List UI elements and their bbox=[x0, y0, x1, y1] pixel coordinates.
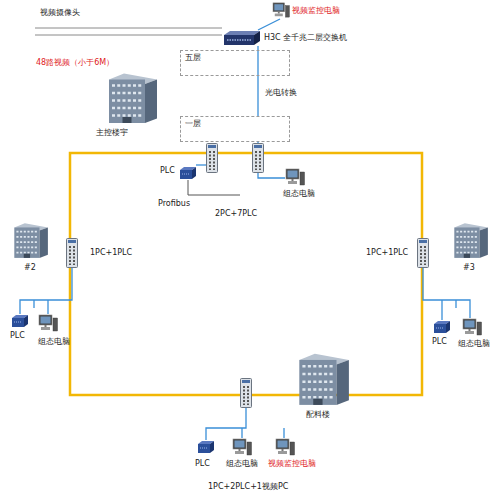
annotation-label: 2PC+7PLC bbox=[215, 209, 257, 219]
edge-label: 光电转换 bbox=[264, 88, 298, 98]
node-text: 组态电脑 bbox=[283, 189, 315, 199]
annotation-label: 48路视频（小于6M） bbox=[36, 58, 114, 68]
network-link bbox=[257, 46, 258, 116]
pc-label: 组态电脑 bbox=[283, 189, 320, 202]
annotation-label: Profibus bbox=[158, 199, 190, 209]
floor-region: 五层 bbox=[180, 50, 290, 76]
node-text: H3C 全千兆二层交换机 bbox=[264, 33, 347, 43]
plc-label: PLC bbox=[432, 337, 452, 350]
node-text: PLC bbox=[195, 459, 210, 469]
node-text: 一层 bbox=[185, 119, 201, 129]
node-text: #3 bbox=[463, 263, 475, 273]
pc-label: 组态电脑 bbox=[458, 339, 495, 352]
node-text: 视频监控电脑 bbox=[292, 6, 340, 16]
floor-region: 一层 bbox=[180, 116, 290, 142]
annotation-label: 1PC+2PLC+1视频PC bbox=[208, 482, 288, 492]
building-label: #2 bbox=[24, 263, 41, 276]
building-label: 主控楼宇 bbox=[96, 128, 133, 141]
video-monitor-pc: 视频监控电脑 bbox=[270, 2, 345, 19]
plc-label: PLC bbox=[195, 459, 215, 472]
plc-label: PLC bbox=[160, 166, 180, 179]
node-text: PLC bbox=[10, 331, 25, 341]
annotation-label: 视频摄像头 bbox=[40, 8, 80, 18]
annotation-label: 1PC+1PLC bbox=[90, 248, 132, 258]
node-text: 五层 bbox=[185, 53, 201, 63]
node-text: PLC bbox=[160, 166, 175, 176]
node-text: 视频监控电脑 bbox=[268, 459, 316, 469]
building-label: 配料楼 bbox=[306, 410, 335, 423]
plc-label: PLC bbox=[10, 331, 30, 344]
node-text: PLC bbox=[432, 337, 447, 347]
node-text: 组态电脑 bbox=[38, 337, 70, 347]
annotation-label: 1PC+1PLC bbox=[366, 248, 408, 258]
node-text: 配料楼 bbox=[306, 410, 330, 420]
building-label: #3 bbox=[463, 263, 480, 276]
network-link bbox=[258, 19, 280, 30]
node-text: 组态电脑 bbox=[226, 459, 258, 469]
node-text: 主控楼宇 bbox=[96, 128, 128, 138]
pc-label: 组态电脑 bbox=[226, 459, 263, 472]
video-monitor-pc: 视频监控电脑 bbox=[268, 459, 321, 472]
pc-label: 组态电脑 bbox=[38, 337, 75, 350]
node-text: 组态电脑 bbox=[458, 339, 490, 349]
core-switch: H3C 全千兆二层交换机 bbox=[220, 30, 353, 46]
node-text: #2 bbox=[24, 263, 36, 273]
